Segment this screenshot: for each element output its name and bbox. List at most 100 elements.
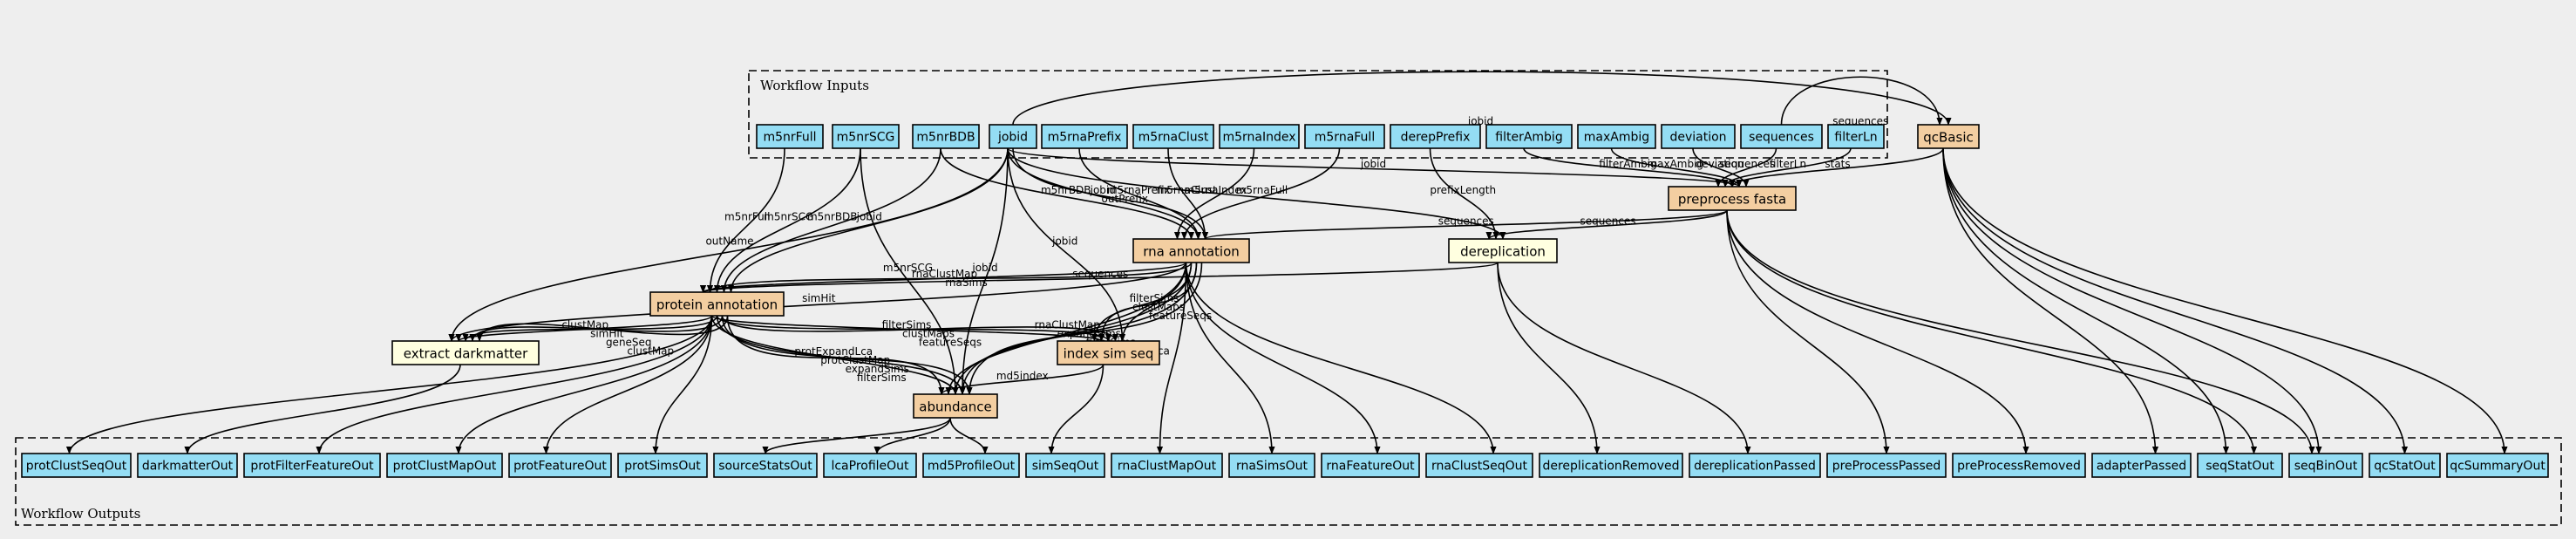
input-m5rnafull-node[interactable]: m5rnaFull — [1304, 124, 1385, 149]
output-md5profileout-node[interactable]: md5ProfileOut — [922, 453, 1020, 478]
input-m5nrbdb-node[interactable]: m5nrBDB — [912, 124, 980, 149]
edge-sequences-to-qcBasic: sequences — [1780, 76, 1943, 127]
edge-preprocess-to-preProcessPassed — [1726, 209, 1890, 454]
edge-label: jobid — [971, 262, 997, 274]
node-label: abundance — [919, 399, 991, 415]
output-qcsummaryout-node[interactable]: qcSummaryOut — [2446, 453, 2549, 478]
step-rna-annotation-node[interactable]: rna annotation — [1132, 238, 1250, 263]
workflow-outputs-label: Workflow Outputs — [21, 506, 140, 522]
edge-label: rnaClustMap — [1035, 319, 1100, 331]
node-box — [1390, 124, 1481, 149]
output-protclustmapout-node[interactable]: protClustMapOut — [386, 453, 503, 478]
node-label: sourceStatsOut — [718, 460, 812, 474]
output-adapterpassed-node[interactable]: adapterPassed — [2091, 453, 2192, 478]
edge-m5nrSCG-to-protein: m5nrSCG — [713, 147, 861, 293]
output-darkmatterout-node[interactable]: darkmatterOut — [137, 453, 238, 478]
output-preprocessremoved-node[interactable]: preProcessRemoved — [1952, 453, 2086, 478]
input-sequences-node[interactable]: sequences — [1740, 124, 1823, 149]
step-protein-annotation-node[interactable]: protein annotation — [649, 291, 785, 317]
node-label: darkmatterOut — [142, 460, 234, 474]
edge-line — [940, 147, 1195, 240]
node-label: rna annotation — [1143, 244, 1240, 260]
edge-line — [1942, 147, 2230, 454]
output-protsimsout-node[interactable]: protSimsOut — [617, 453, 708, 478]
node-label: adapterPassed — [2097, 460, 2186, 474]
node-label: preprocess fasta — [1678, 192, 1786, 208]
input-derepprefix-node[interactable]: derepPrefix — [1390, 124, 1481, 149]
node-label: derepPrefix — [1401, 131, 1471, 145]
step-extract-darkmatter-node[interactable]: extract darkmatter — [391, 340, 540, 365]
output-rnasimsout-node[interactable]: rnaSimsOut — [1228, 453, 1315, 478]
edge-line — [1185, 262, 1381, 454]
input-maxambig-node[interactable]: maxAmbig — [1577, 124, 1656, 149]
output-seqstatout-node[interactable]: seqStatOut — [2197, 453, 2283, 478]
output-seqbinout-node[interactable]: seqBinOut — [2288, 453, 2363, 478]
edge-m5rnaClust-to-rna: m5rnaClust — [1157, 147, 1217, 240]
node-label: protClustMapOut — [393, 460, 497, 474]
output-dereplicationpassed-node[interactable]: dereplicationPassed — [1689, 453, 1821, 478]
output-protfilterfeatureout-node[interactable]: protFilterFeatureOut — [243, 453, 381, 478]
input-m5nrscg-node[interactable]: m5nrSCG — [832, 124, 900, 149]
input-deviation-node[interactable]: deviation — [1661, 124, 1736, 149]
output-protfeatureout-node[interactable]: protFeatureOut — [508, 453, 612, 478]
edge-line — [707, 262, 1193, 293]
node-box — [1304, 124, 1385, 149]
edge-preprocess-to-seqStatOut — [1726, 209, 2258, 454]
edge-line — [1726, 209, 2315, 454]
node-box — [922, 453, 1020, 478]
input-filterambig-node[interactable]: filterAmbig — [1485, 124, 1573, 149]
node-label: seqStatOut — [2206, 460, 2274, 474]
step-qcbasic-node[interactable]: qcBasic — [1917, 124, 1980, 149]
edge-label: filterLn — [1770, 158, 1806, 170]
edge-line — [873, 417, 951, 454]
node-label: protFilterFeatureOut — [250, 460, 374, 474]
output-preprocesspassed-node[interactable]: preProcessPassed — [1826, 453, 1947, 478]
edge-m5nrBDB-to-rna: m5nrBDB — [940, 147, 1195, 240]
step-preprocess-fasta-node[interactable]: preprocess fasta — [1668, 186, 1797, 211]
output-qcstatout-node[interactable]: qcStatOut — [2369, 453, 2441, 478]
output-rnafeatureout-node[interactable]: rnaFeatureOut — [1321, 453, 1420, 478]
step-index-sim-seq-node[interactable]: index sim seq — [1057, 340, 1160, 365]
input-filterln-node[interactable]: filterLn — [1827, 124, 1885, 149]
edge-protein-to-protClustSeqOut — [65, 315, 713, 454]
edge-line — [1692, 147, 1750, 188]
edge-m5nrFull-to-protein: m5nrFull — [706, 147, 785, 293]
output-rnaclustmapout-node[interactable]: rnaClustMapOut — [1111, 453, 1223, 478]
node-label: m5nrSCG — [837, 131, 895, 145]
output-dereplicationremoved-node[interactable]: dereplicationRemoved — [1539, 453, 1683, 478]
output-sourcestatsout-node[interactable]: sourceStatsOut — [713, 453, 818, 478]
edge-jobid-to-abundance: jobid — [959, 147, 1009, 395]
edge-m5rnaFull-to-rna: m5rnaFull — [1180, 147, 1341, 240]
node-label: m5rnaIndex — [1222, 131, 1295, 145]
node-box — [508, 453, 612, 478]
edge-label: featureSeqs — [1149, 310, 1212, 322]
edge-line — [720, 147, 941, 293]
edge-qcBasic-to-seqBinOut — [1942, 147, 2322, 454]
edge-label: jobid — [856, 211, 882, 223]
input-m5rnaprefix-node[interactable]: m5rnaPrefix — [1041, 124, 1128, 149]
edge-line — [945, 262, 1187, 395]
input-jobid-node[interactable]: jobid — [989, 124, 1037, 149]
node-box — [21, 453, 132, 478]
input-m5rnaindex-node[interactable]: m5rnaIndex — [1219, 124, 1300, 149]
edge-preprocess-to-seqBinOut — [1726, 209, 2315, 454]
output-lcaprofileout-node[interactable]: lcaProfileOut — [823, 453, 917, 478]
edge-label: outPrefix — [1102, 193, 1148, 205]
output-simseqout-node[interactable]: simSeqOut — [1025, 453, 1105, 478]
input-m5nrfull-node[interactable]: m5nrFull — [756, 124, 824, 149]
node-box — [1539, 453, 1683, 478]
step-abundance-node[interactable]: abundance — [913, 393, 998, 419]
output-protclustseqout-node[interactable]: protClustSeqOut — [21, 453, 132, 478]
output-rnaclustseqout-node[interactable]: rnaClustSeqOut — [1425, 453, 1533, 478]
edge-label: geneSeq — [606, 337, 652, 349]
input-m5rnaclust-node[interactable]: m5rnaClust — [1132, 124, 1214, 149]
edge-line — [1429, 147, 1499, 240]
edge-label: m5rnaFull — [1236, 184, 1288, 196]
edge-dereplication-to-dereplicationPassed — [1497, 262, 1751, 454]
edge-line — [1180, 147, 1341, 240]
edge-label: featureSeqs — [919, 337, 982, 349]
edge-line — [1202, 209, 1728, 240]
step-dereplication-node[interactable]: dereplication — [1448, 238, 1558, 263]
edge-line — [938, 364, 1104, 395]
